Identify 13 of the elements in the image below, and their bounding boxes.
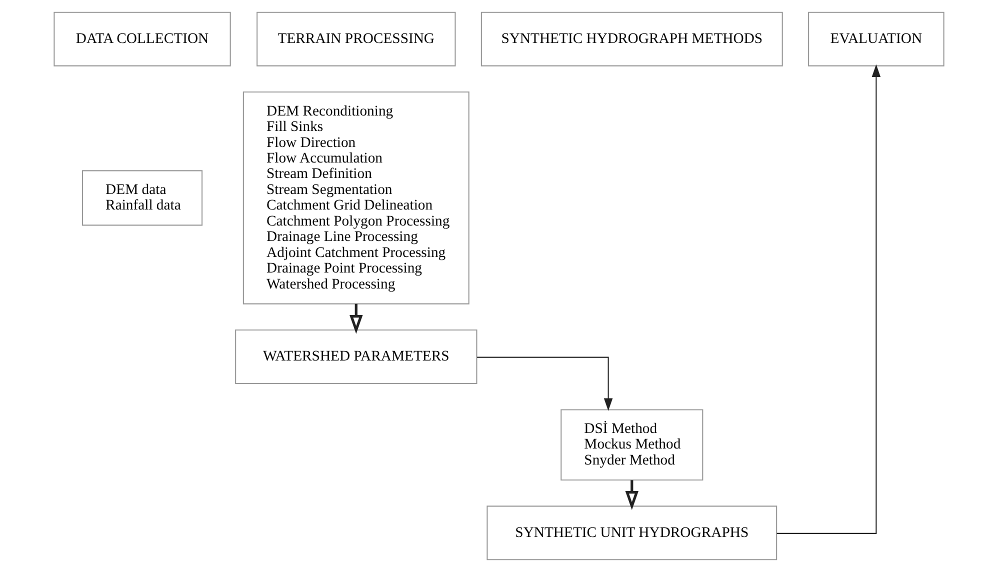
arrow [476, 356, 612, 411]
node-box: DEM data Rainfall data [81, 170, 202, 226]
node-box: DATA COLLECTION [53, 12, 230, 66]
node-box: SYNTHETIC UNIT HYDROGRAPHS [486, 506, 777, 560]
node-box: DSİ Method Mockus Method Snyder Method [560, 409, 703, 480]
arrow [776, 64, 880, 534]
node-box: WATERSHED PARAMETERS [234, 330, 477, 384]
arrow [624, 480, 638, 510]
arrow [349, 304, 362, 334]
node-box: DEM Reconditioning Fill Sinks Flow Direction Flow Accumulation Stream Definition Stream Segmentation Catchment Grid Delineation Catchment Polygon Processing Drainage Line Processing Adjoint Catchment Processing Drainage Point Processing Watershed Processing [242, 92, 469, 304]
node-box: EVALUATION [808, 12, 944, 66]
node-box: TERRAIN PROCESSING [256, 12, 456, 66]
node-box: SYNTHETIC HYDROGRAPH METHODS [480, 12, 782, 66]
